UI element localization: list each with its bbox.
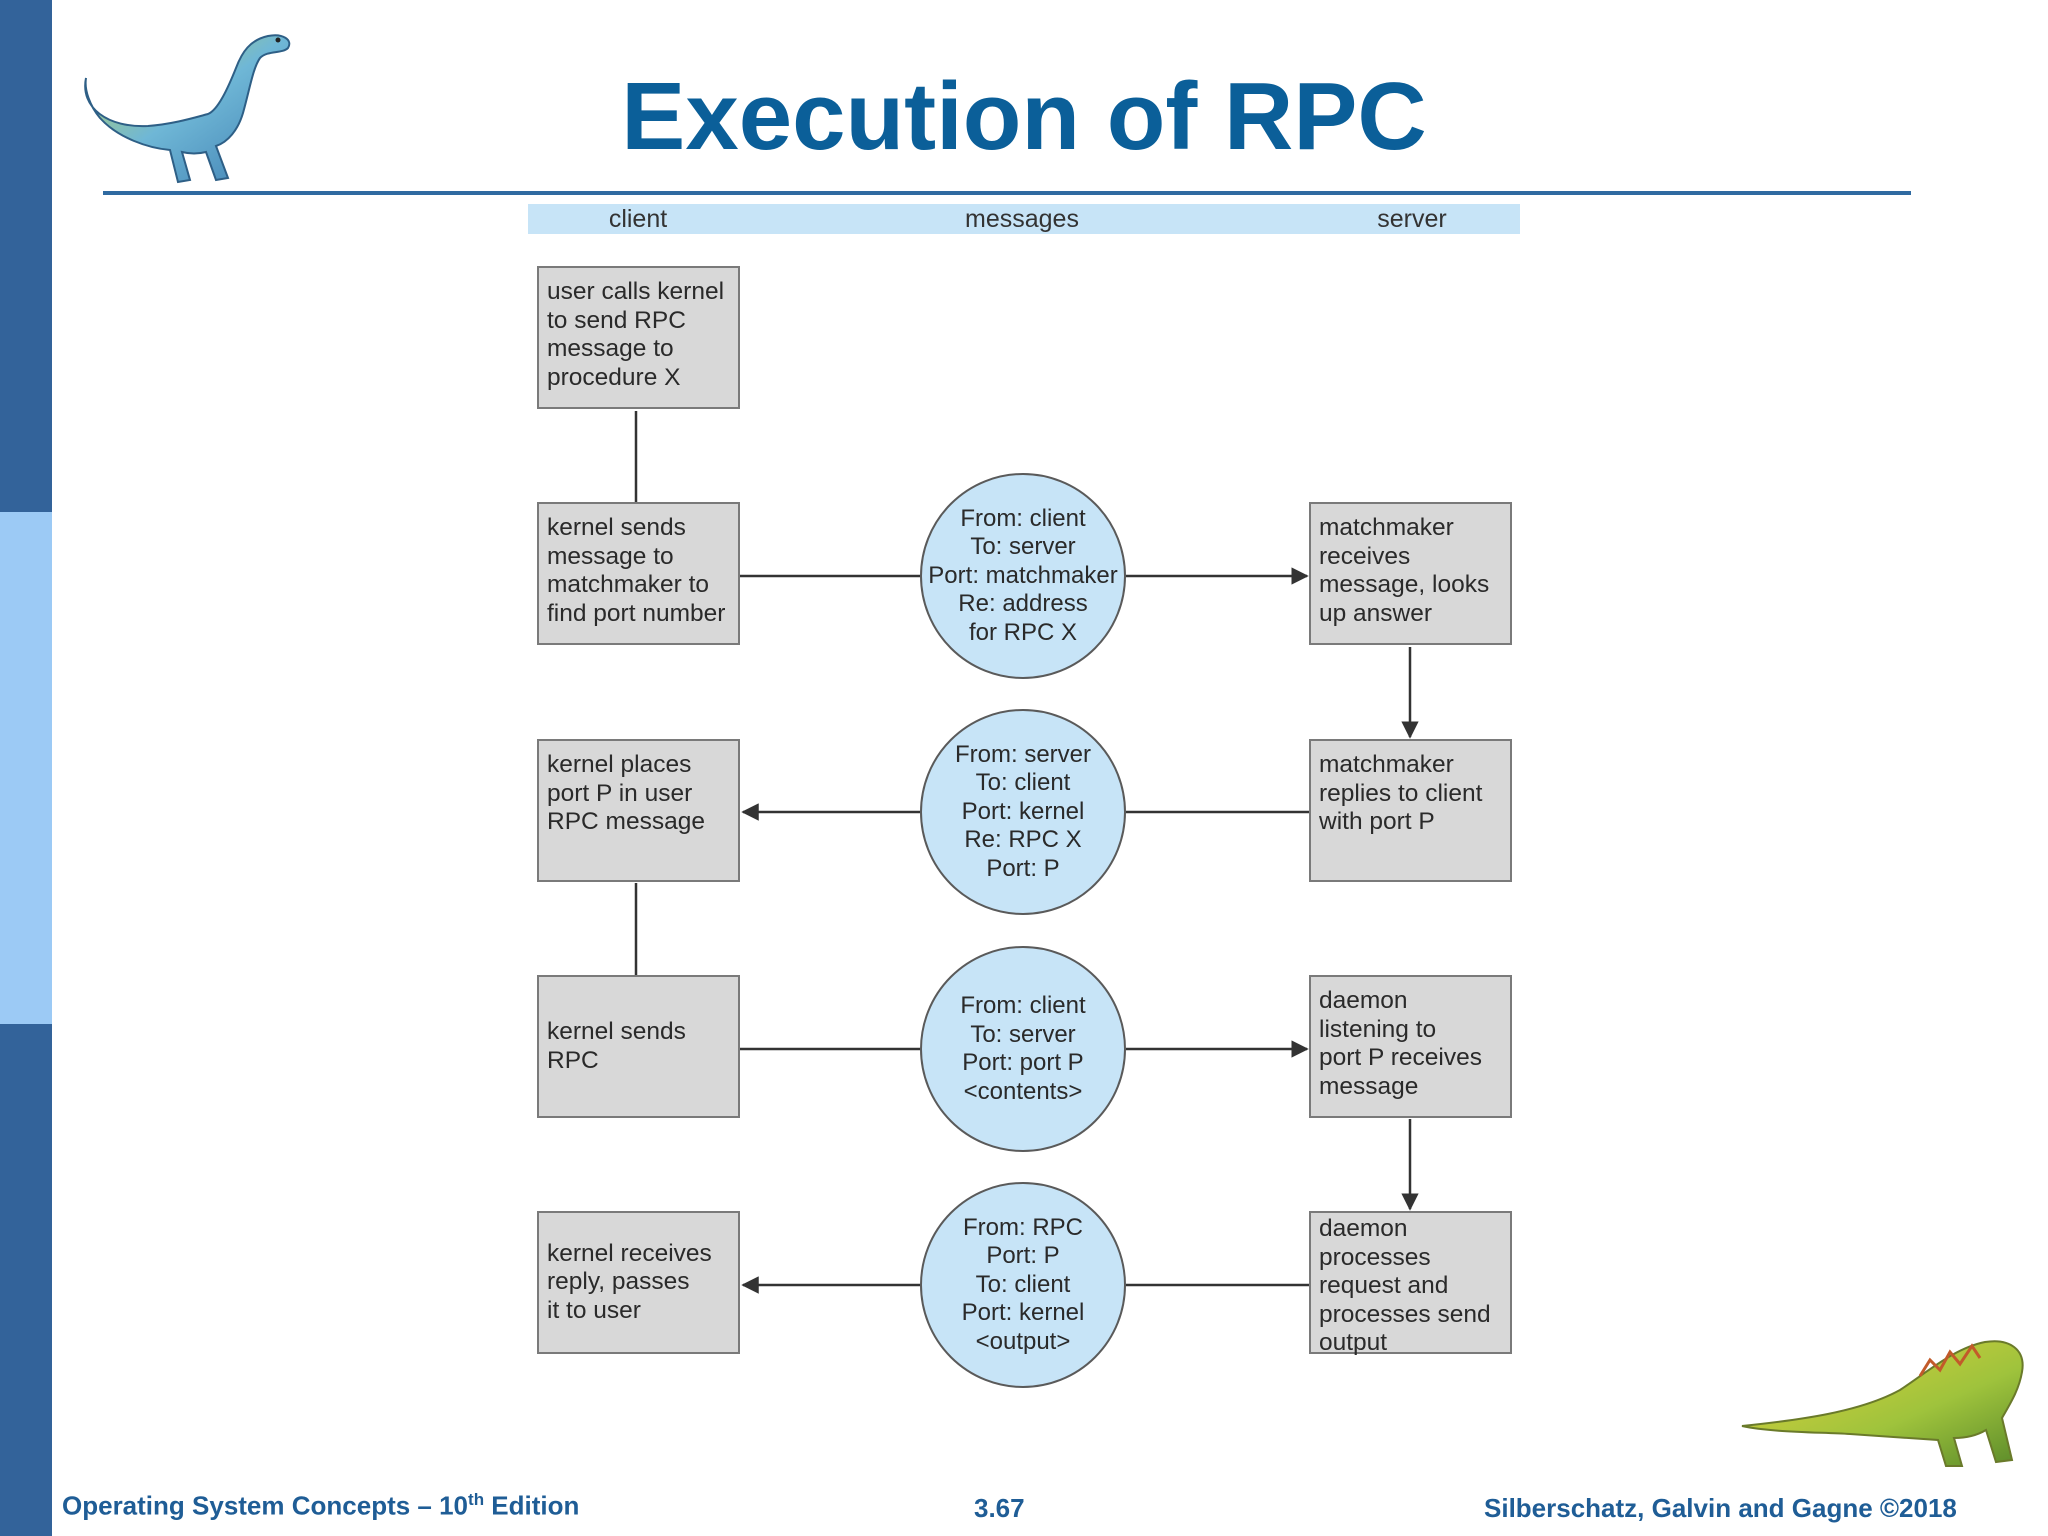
message-2-line-4: Re: RPC X [964, 826, 1082, 854]
client-step-5-line-2: reply, passes [547, 1268, 690, 1296]
client-step-4-line-2: RPC [547, 1046, 599, 1074]
server-step-2-line-1: matchmaker [1319, 751, 1454, 778]
message-1-line-1: From: client [960, 504, 1086, 532]
server-step-3-line-3: port P receives [1319, 1044, 1482, 1071]
server-step-3-line-4: message [1319, 1072, 1419, 1100]
client-step-2-line-3: matchmaker to [547, 571, 710, 598]
client-step-5-box: kernel receives reply, passes it to user [537, 1211, 740, 1354]
server-step-3-line-1: daemon [1319, 987, 1408, 1014]
server-step-1-line-4: up answer [1319, 599, 1433, 627]
client-step-4-box: kernel sends RPC [537, 975, 740, 1118]
client-step-1-line-2: to send RPC [547, 306, 686, 334]
left-sidebar [0, 0, 52, 1536]
client-step-3-line-2: port P in user [547, 779, 693, 807]
message-1-line-5: for RPC X [968, 618, 1078, 646]
server-step-4-line-2: processes [1319, 1243, 1431, 1271]
client-step-1-box: user calls kernel to send RPC message to… [537, 266, 740, 409]
message-2-line-3: Port: kernel [961, 797, 1085, 825]
footer-copyright: Silberschatz, Galvin and Gagne ©2018 [1484, 1493, 1957, 1523]
message-2-line-1: From: server [954, 740, 1091, 768]
footer-course-title: Operating System Concepts – 10th Edition [62, 1490, 579, 1522]
message-4-line-4: Port: kernel [961, 1299, 1085, 1327]
message-1-line-3: Port: matchmaker [928, 561, 1118, 589]
client-step-1-line-1: user calls kernel [547, 278, 725, 305]
server-step-2-line-3: with port P [1319, 808, 1435, 835]
server-step-2-box: matchmaker replies to client with port P [1309, 739, 1512, 882]
client-step-5-line-1: kernel receives [547, 1239, 712, 1267]
server-step-4-line-3: request and [1319, 1272, 1449, 1299]
client-step-2-line-2: message to [547, 542, 674, 570]
client-step-5-line-3: it to user [547, 1296, 641, 1324]
message-1-circle: From: client To: server Port: matchmaker… [920, 473, 1126, 679]
server-step-1-box: matchmaker receives message, looks up an… [1309, 502, 1512, 645]
server-step-1-line-2: receives [1319, 542, 1411, 570]
slide-title: Execution of RPC [621, 63, 1427, 170]
server-step-4-line-1: daemon [1319, 1215, 1408, 1242]
client-step-2-line-1: kernel sends [547, 514, 686, 541]
footer-page-number: 3.67 [974, 1493, 1025, 1523]
client-step-1-line-4: procedure X [547, 363, 681, 391]
sidebar-top-segment [0, 0, 52, 512]
dinosaur-icon-bottom [1741, 1340, 2024, 1467]
message-2-line-5: Port: P [986, 854, 1060, 882]
server-step-3-line-2: listening to [1319, 1015, 1437, 1043]
server-step-1-line-1: matchmaker [1319, 514, 1454, 541]
column-header-server: server [1377, 205, 1447, 233]
message-1-line-2: To: server [970, 533, 1076, 561]
column-header-messages: messages [965, 205, 1079, 233]
message-3-line-1: From: client [960, 992, 1086, 1019]
footer-course-sup: th [468, 1490, 485, 1509]
server-step-2-line-2: replies to client [1319, 779, 1483, 807]
client-step-2-box: kernel sends message to matchmaker to fi… [537, 502, 740, 645]
message-3-line-2: To: server [970, 1020, 1076, 1048]
message-4-line-2: Port: P [986, 1242, 1060, 1270]
message-2-line-2: To: client [975, 769, 1071, 797]
column-header-client: client [608, 205, 668, 233]
message-4-line-3: To: client [975, 1270, 1071, 1298]
message-4-line-5: <output> [975, 1327, 1071, 1355]
footer-course-tail: Edition [484, 1490, 580, 1521]
client-step-3-box: kernel places port P in user RPC message [537, 739, 740, 882]
server-step-4-line-5: output [1319, 1329, 1388, 1356]
client-step-2-line-4: find port number [547, 599, 726, 627]
sidebar-middle-segment [0, 512, 52, 1024]
message-1-line-4: Re: address [958, 590, 1088, 618]
client-step-1-line-3: message to [547, 335, 674, 362]
server-step-3-box: daemon listening to port P receives mess… [1309, 975, 1512, 1118]
message-4-line-1: From: RPC [963, 1213, 1083, 1241]
server-step-1-line-3: message, looks [1319, 571, 1490, 598]
client-step-3-line-1: kernel places [547, 751, 692, 778]
column-header-band [528, 204, 1520, 234]
client-step-3-line-3: RPC message [547, 808, 705, 835]
title-underline [103, 191, 1911, 195]
message-4-circle: From: RPC Port: P To: client Port: kerne… [920, 1182, 1126, 1388]
server-step-4-box: daemon processes request and processes s… [1309, 1211, 1512, 1356]
message-3-circle: From: client To: server Port: port P <co… [920, 946, 1126, 1152]
footer-course-text: Operating System Concepts – 10 [62, 1490, 469, 1521]
sidebar-bottom-segment [0, 1024, 52, 1536]
message-2-circle: From: server To: client Port: kernel Re:… [920, 709, 1126, 915]
client-step-4-line-1: kernel sends [547, 1018, 686, 1045]
dinosaur-icon [84, 34, 291, 184]
message-3-line-4: <contents> [963, 1077, 1083, 1105]
message-3-line-3: Port: port P [962, 1049, 1084, 1076]
server-step-4-line-4: processes send [1319, 1300, 1491, 1328]
